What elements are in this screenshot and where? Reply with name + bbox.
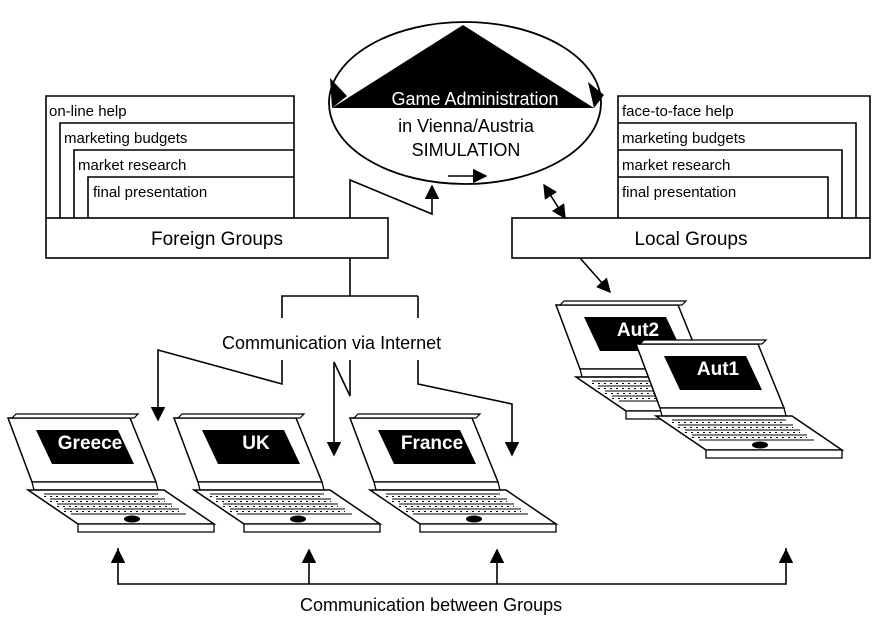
cycle-arrow-right [588,82,604,108]
screen-greece: Greece [57,433,123,454]
foreign-groups-box [45,217,389,259]
laptop-aut1 [635,339,843,459]
internet-label: Communication via Internet [218,333,446,354]
screen-aut1: Aut1 [696,359,740,380]
local-aut-link [579,257,611,294]
laptop-uk [173,413,381,533]
group-bus [117,548,787,585]
admin-triangle [332,25,594,108]
local-tab-final-presentation: final presentation [622,184,737,201]
screen-uk: UK [242,433,270,454]
center-title: Game Administration [391,89,559,109]
laptop-france [349,413,557,533]
cycle-arrow-left [330,78,347,108]
link-to-greece [150,348,283,422]
screen-france: France [400,433,464,454]
foreign-groups-label: Foreign Groups [150,229,283,250]
foreign-tab-final-presentation: final presentation [93,184,208,201]
screen-aut2: Aut2 [616,320,660,341]
foreign-tab-online-help: on-line help [49,103,127,120]
center-location: in Vienna/Austria [398,116,534,136]
local-tab-stack [617,95,871,218]
bottom-label: Communication between Groups [300,595,563,615]
foreign-tab-stack [45,95,295,218]
foreign-admin-link [349,178,433,218]
foreign-tab-marketing-budgets: marketing budgets [64,130,188,147]
local-groups-box [511,217,871,259]
local-tab-market-research: market research [622,157,731,174]
center-simulation: SIMULATION [411,140,521,160]
local-tab-marketing-budgets: marketing budgets [622,130,746,147]
link-to-france [417,360,520,457]
foreign-tab-market-research: market research [78,157,187,174]
local-tab-face-to-face-help: face-to-face help [622,103,734,120]
link-to-uk [326,360,351,457]
local-admin-link [543,183,566,220]
local-groups-label: Local Groups [634,229,748,250]
internet-hub [281,258,351,318]
